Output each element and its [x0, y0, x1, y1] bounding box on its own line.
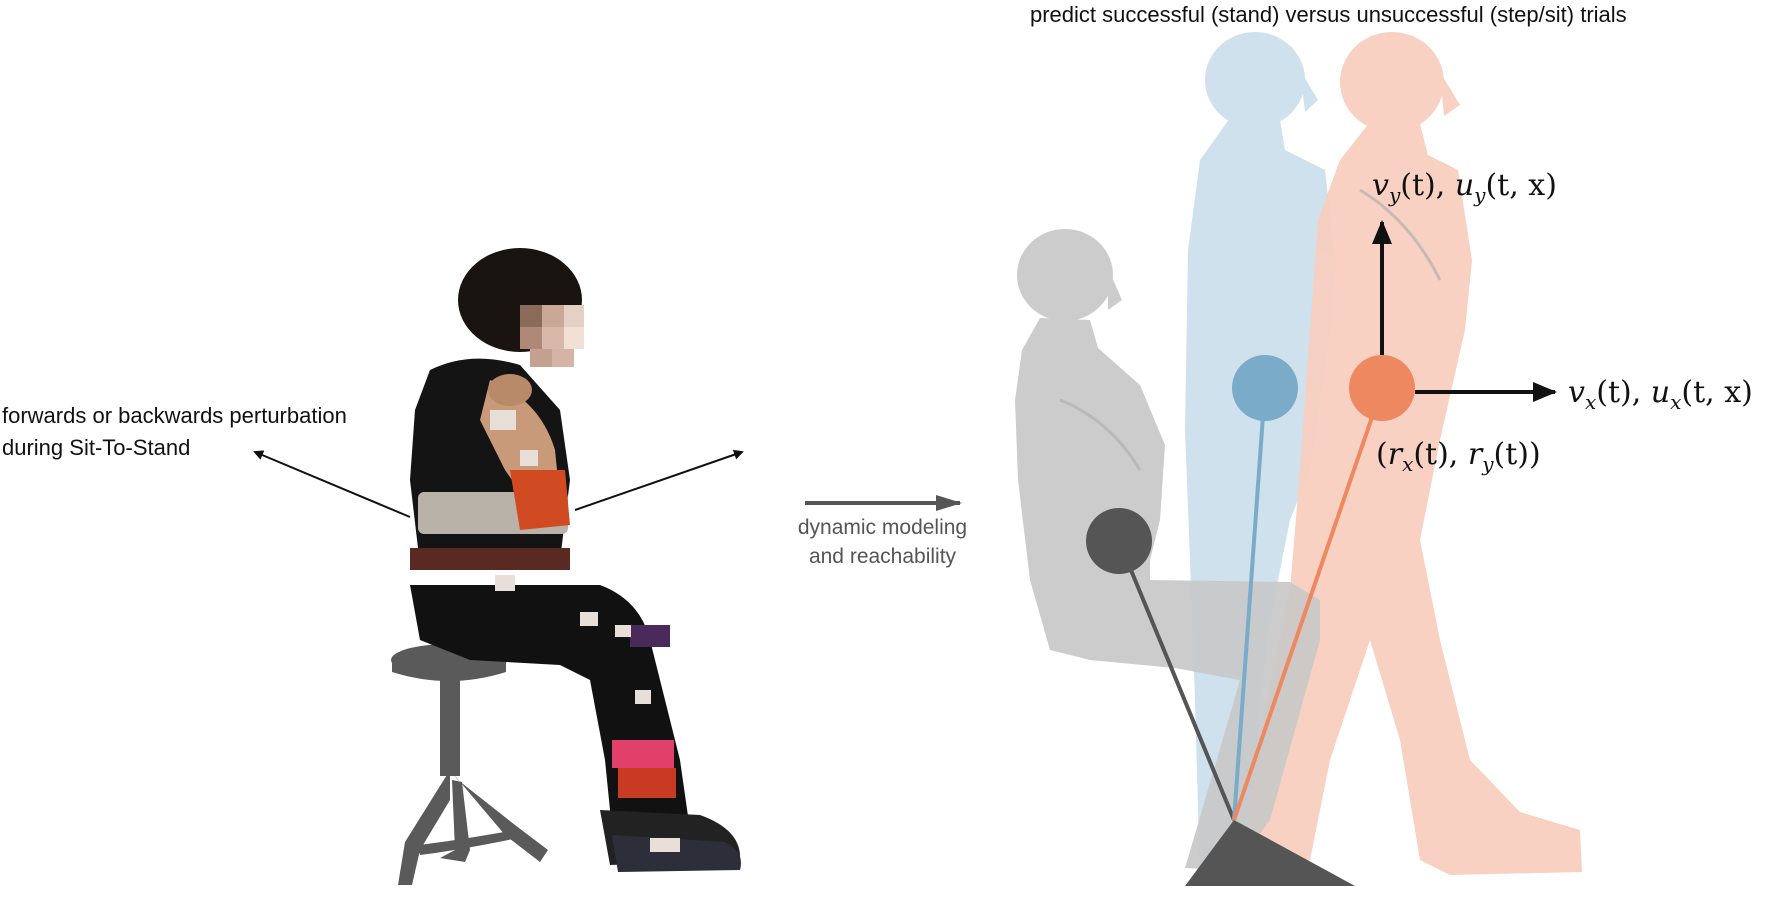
velocity-x-label: vx(t), ux(t, x): [1568, 375, 1753, 414]
com-gray-circle: [1086, 508, 1152, 574]
perturbation-label-line2: during Sit-To-Stand: [2, 435, 191, 460]
sitting-silhouette-gray: [1015, 229, 1320, 870]
standing-silhouette-orange: [1240, 32, 1582, 875]
method-label: dynamic modeling and reachability: [770, 513, 995, 571]
perturbation-arrow-forward: [574, 449, 744, 511]
perturbation-label: forwards or backwards perturbation durin…: [2, 400, 422, 464]
com-blue-circle: [1232, 355, 1298, 421]
standing-silhouette-blue: [1185, 32, 1335, 882]
rod-gray: [1117, 540, 1236, 821]
velocity-y-label: vy(t), uy(t, x): [1372, 168, 1557, 207]
method-label-line1: dynamic modeling: [797, 516, 968, 539]
rod-orange: [1232, 387, 1384, 821]
perturbation-arrow-backward: [253, 450, 411, 518]
com-orange-circle: [1349, 355, 1415, 421]
perturbation-label-line1: forwards or backwards perturbation: [2, 403, 347, 428]
figure-title: predict successful (stand) versus unsucc…: [1030, 2, 1627, 27]
pixelated-face: [520, 305, 584, 367]
stool: [391, 644, 548, 885]
rod-blue: [1232, 387, 1267, 821]
seated-subject-photo: [410, 248, 741, 872]
base-of-support-triangle: [1185, 820, 1355, 886]
position-label: (rx(t), ry(t)): [1376, 437, 1541, 476]
method-label-line2: and reachability: [808, 545, 957, 568]
